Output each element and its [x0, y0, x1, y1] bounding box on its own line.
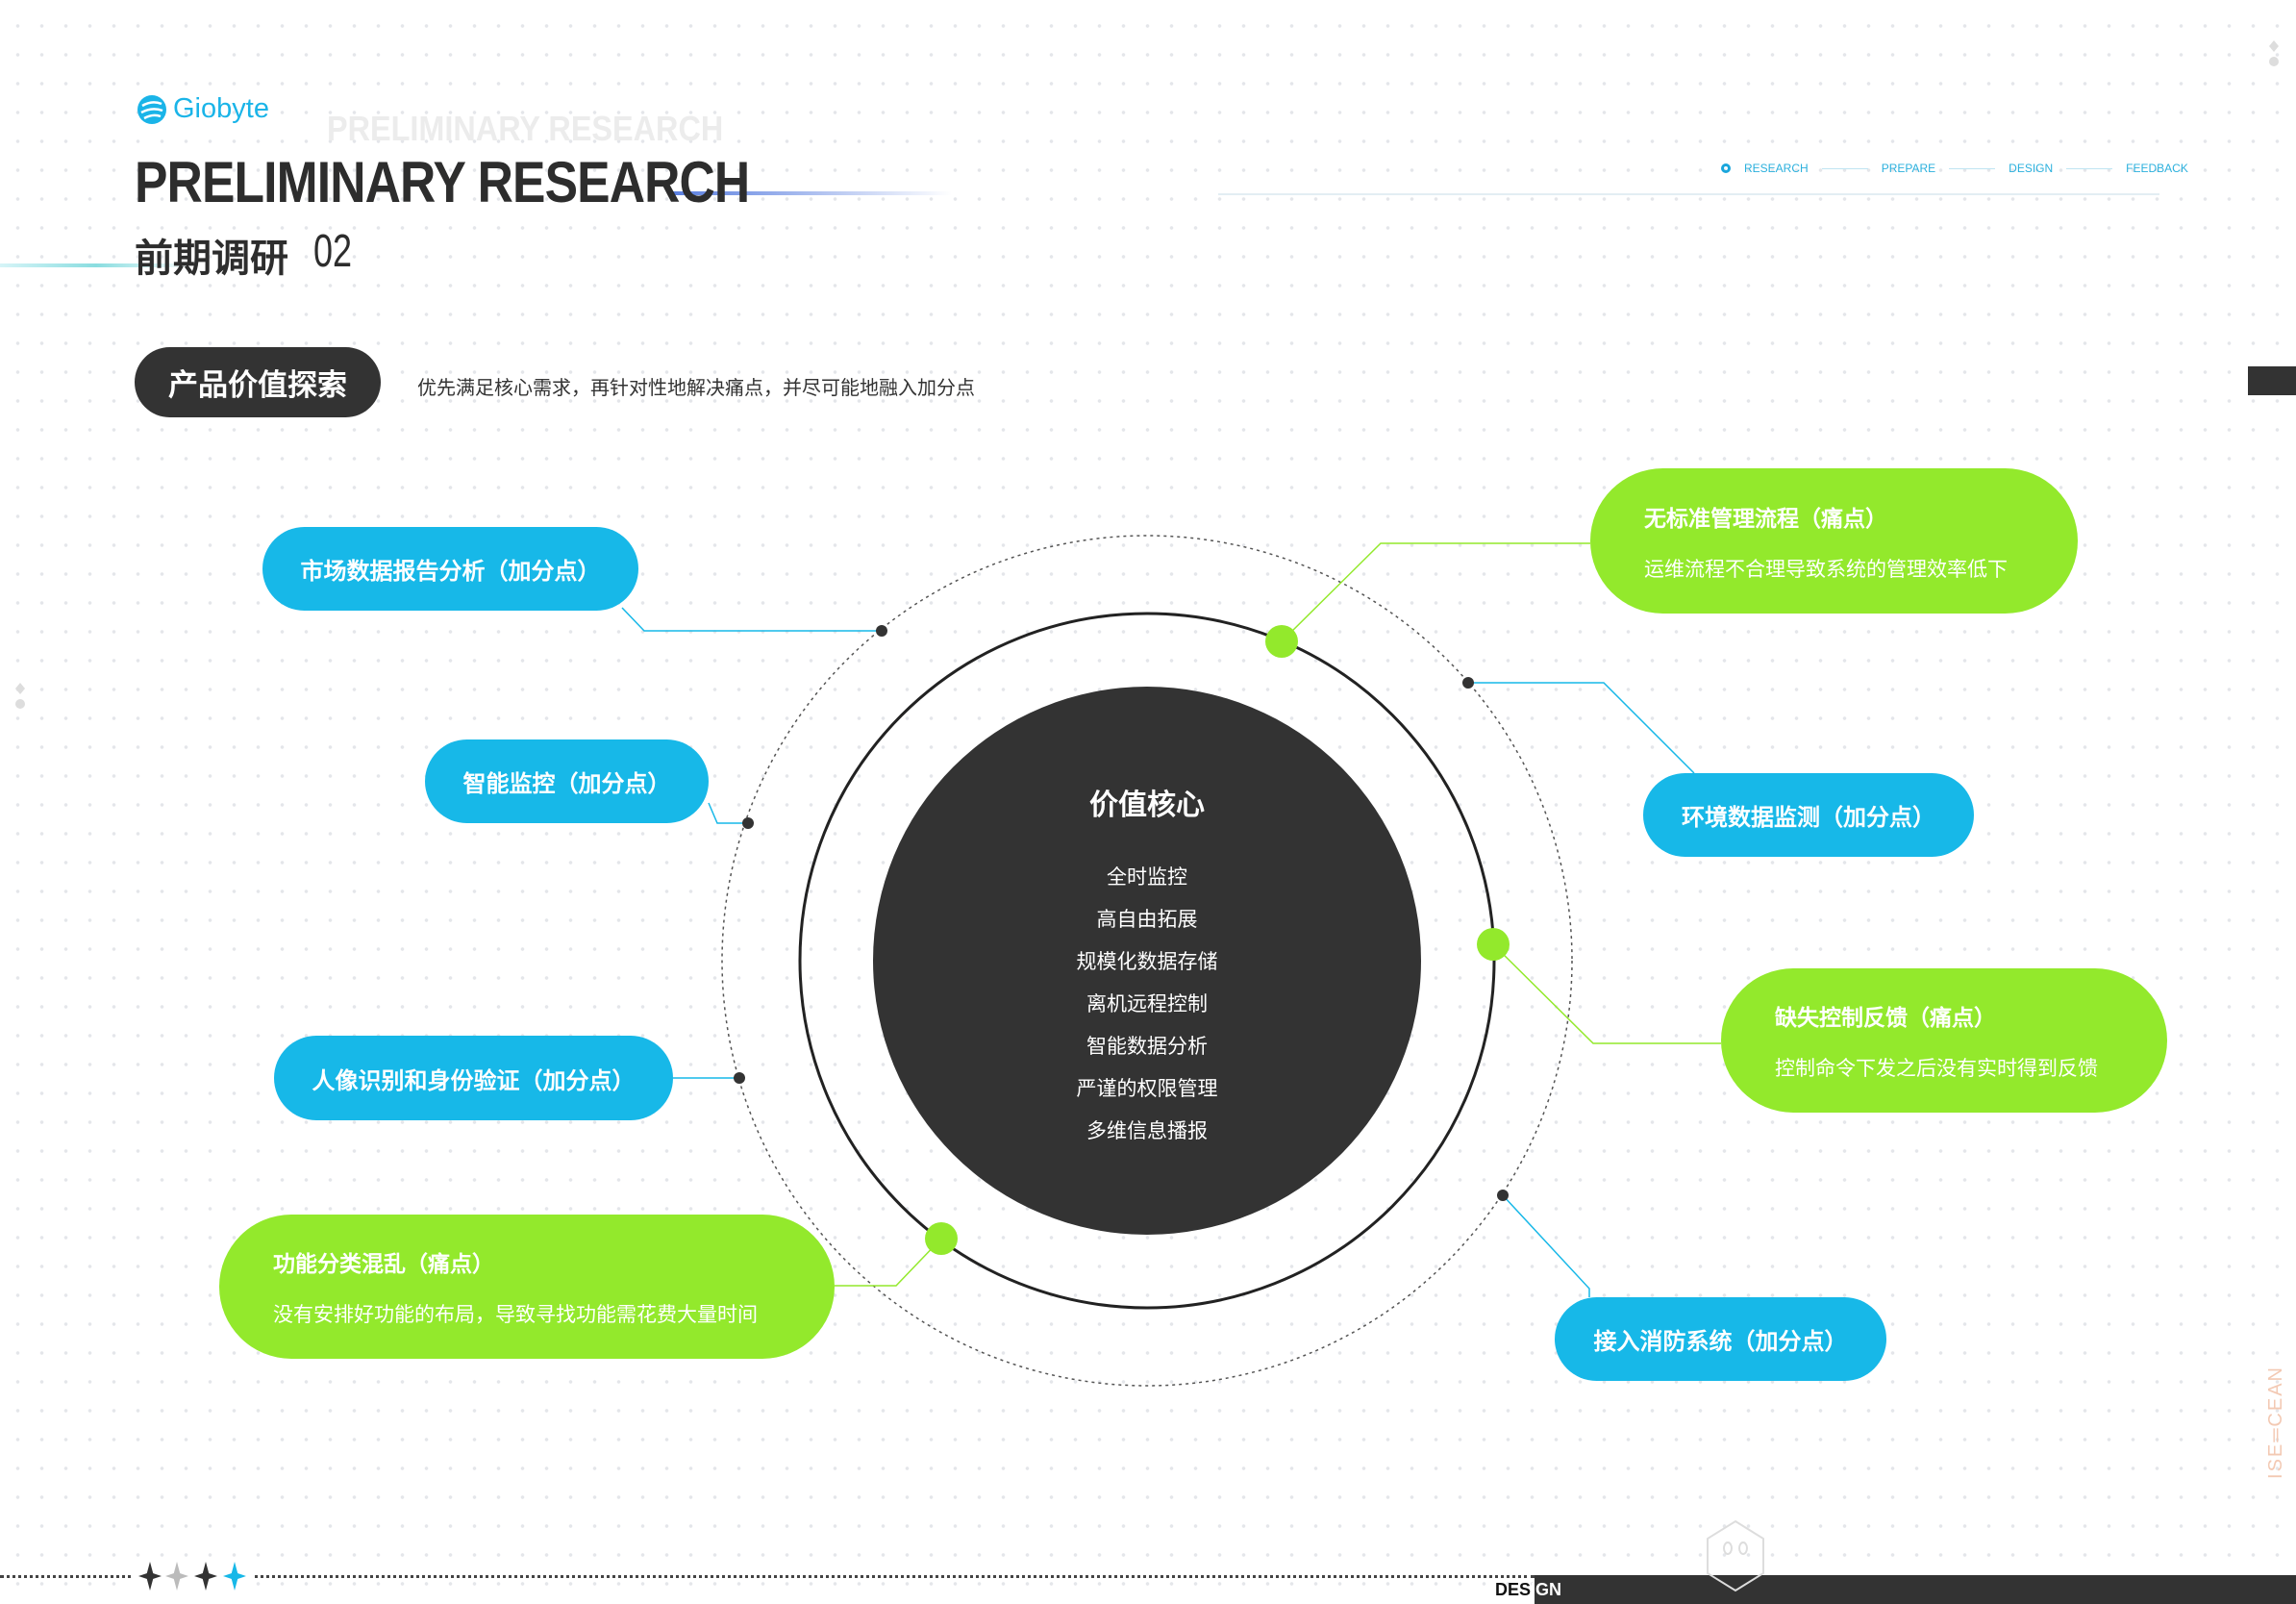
logo-text: Giobyte [173, 93, 269, 124]
bonus-environment-monitoring: 环境数据监测（加分点） [1643, 773, 1974, 857]
core-item: 高自由拓展 [1096, 908, 1198, 931]
bonus-face-recognition: 人像识别和身份验证（加分点） [274, 1036, 673, 1120]
core-title: 价值核心 [1089, 789, 1205, 822]
logo-icon [137, 94, 166, 124]
diamond-dot-icon [2269, 40, 2279, 66]
section-tag: 产品价值探索 [135, 347, 381, 417]
progress-nav: RESEARCH PREPARE DESIGN FEEDBACK [1721, 162, 2188, 175]
pain-title: 无标准管理流程（痛点） [1644, 506, 1887, 532]
page-title: PRELIMINARY RESEARCH [135, 150, 750, 214]
page-subtitle: 前期调研 [135, 237, 288, 281]
bonus-smart-monitoring: 智能监控（加分点） [425, 739, 709, 823]
footer-dotted-line [0, 1575, 1535, 1578]
side-marker [2248, 366, 2296, 395]
pain-title: 缺失控制反馈（痛点） [1775, 1006, 1996, 1031]
active-step-icon [1721, 163, 1731, 173]
core-item: 严谨的权限管理 [1076, 1077, 1218, 1100]
nav-step-feedback[interactable]: FEEDBACK [2126, 162, 2188, 175]
core-item: 多维信息播报 [1086, 1119, 1208, 1142]
pain-desc: 控制命令下发之后没有实时得到反馈 [1775, 1057, 2098, 1080]
pain-function-chaos: 功能分类混乱（痛点） 没有安排好功能的布局，导致寻找功能需花费大量时间 [219, 1215, 835, 1359]
subtitle-accent-line [0, 263, 192, 267]
pain-no-feedback: 缺失控制反馈（痛点） 控制命令下发之后没有实时得到反馈 [1721, 968, 2167, 1113]
mascot-icon [1707, 1519, 1764, 1592]
section-number: 02 [313, 226, 353, 277]
star-diamonds-icon [131, 1558, 252, 1594]
nav-step-research[interactable]: RESEARCH [1744, 162, 1809, 175]
bonus-fire-system: 接入消防系统（加分点） [1555, 1297, 1886, 1381]
title-accent-line [673, 191, 952, 195]
footer-bar [1535, 1575, 2296, 1604]
diamond-dot-icon [15, 683, 25, 709]
core-item: 全时监控 [1107, 865, 1187, 889]
core-item: 规模化数据存储 [1076, 950, 1218, 973]
watermark: ISE═CEAN [2265, 1366, 2286, 1479]
footer-design-label: DESIGN [1495, 1580, 1562, 1599]
nav-step-prepare[interactable]: PREPARE [1881, 162, 1936, 175]
pain-title: 功能分类混乱（痛点） [273, 1252, 494, 1277]
pain-desc: 运维流程不合理导致系统的管理效率低下 [1644, 557, 2008, 581]
pain-dots [925, 625, 1510, 1255]
core-item: 智能数据分析 [1086, 1035, 1208, 1058]
nav-step-design[interactable]: DESIGN [2009, 162, 2054, 175]
logo: Giobyte [137, 93, 269, 125]
bonus-market-report: 市场数据报告分析（加分点） [262, 527, 638, 611]
pain-no-process: 无标准管理流程（痛点） 运维流程不合理导致系统的管理效率低下 [1590, 468, 2078, 614]
pain-desc: 没有安排好功能的布局，导致寻找功能需花费大量时间 [273, 1303, 758, 1326]
nav-divider [1218, 193, 2159, 195]
title-ghost: PRELIMINARY RESEARCH [327, 109, 724, 148]
section-description: 优先满足核心需求，再针对性地解决痛点，并尽可能地融入加分点 [417, 376, 975, 399]
core-item: 离机远程控制 [1086, 992, 1208, 1015]
